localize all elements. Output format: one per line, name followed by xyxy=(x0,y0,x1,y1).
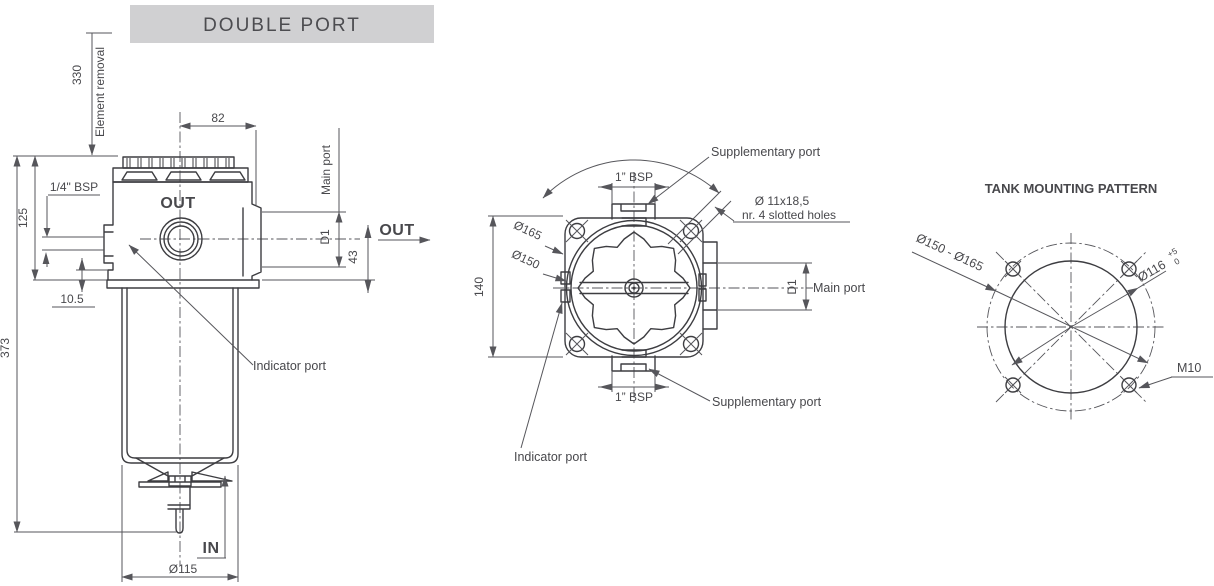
pattern-bolt-holes xyxy=(1005,261,1137,393)
dim-head-height: 125 xyxy=(16,208,30,228)
d1-label-top: D1 xyxy=(785,279,799,295)
slotted-hole-tl xyxy=(568,222,586,240)
dim-step: 10.5 xyxy=(60,292,84,306)
cover-knob xyxy=(577,231,691,345)
dia-inner-label: Ø150 xyxy=(509,247,542,272)
out-port-circle-mid xyxy=(163,221,199,257)
dim-total-height: 373 xyxy=(0,338,12,358)
main-port-label-side: Main port xyxy=(319,144,333,195)
supplementary-top-leader xyxy=(647,156,710,205)
top-view-dimension-lines xyxy=(489,156,810,449)
dia-150-leader xyxy=(542,273,567,282)
cover-inner-ring xyxy=(570,224,698,352)
rotation-arc xyxy=(542,159,720,199)
dia-range-leader-through xyxy=(995,290,1149,364)
cap-flange-lobes xyxy=(121,171,246,181)
supplementary-port-top-label: Supplementary port xyxy=(711,145,821,159)
element-removal-label: Element removal xyxy=(93,47,107,137)
dia-bolt-circle-label: Ø116 xyxy=(1136,258,1169,285)
indicator-port-leader xyxy=(128,244,254,366)
main-port-label-top: Main port xyxy=(813,281,866,295)
bolt-circle-label-group: Ø116 +5 0 xyxy=(1136,246,1182,285)
dia-range-label: Ø150 - Ø165 xyxy=(914,231,985,274)
mounting-pattern-title: TANK MOUNTING PATTERN xyxy=(985,181,1158,196)
supplementary-port-bottom-label: Supplementary port xyxy=(712,395,822,409)
pattern-inner-circle xyxy=(1004,260,1138,394)
filter-head xyxy=(103,181,262,281)
indicator-leader-top-view xyxy=(520,302,563,449)
filter-top-outline xyxy=(560,203,718,372)
indicator-port-label-side: Indicator port xyxy=(253,359,326,373)
bolt-circle-leader-bl xyxy=(1011,326,1072,366)
top-view: Supplementary port 1” BSP Ø 11x18,5 nr. … xyxy=(472,145,1213,464)
page-title: DOUBLE PORT xyxy=(203,15,361,36)
pattern-hole-crosses xyxy=(1004,260,1138,394)
dim-cap-width: 82 xyxy=(211,111,225,125)
indicator-port-label-top: Indicator port xyxy=(514,450,587,464)
out-port-label: OUT xyxy=(160,195,195,212)
mounting-plate xyxy=(106,279,260,289)
dim-port-axis: 43 xyxy=(346,250,360,264)
side-view-dimension-lines xyxy=(13,33,431,581)
cover-outer-circle xyxy=(565,219,703,357)
in-flow-label: IN xyxy=(203,540,220,557)
side-view: 330 Element removal 82 1/4" BSP 125 OUT … xyxy=(0,32,431,582)
bowl-drain-assembly xyxy=(135,457,233,534)
pattern-leaders xyxy=(911,251,1173,389)
slotted-hole-tr xyxy=(682,222,700,240)
dia-bowl: Ø115 xyxy=(169,562,198,576)
tolerance-zero: 0 xyxy=(1172,256,1181,267)
bolt-circle-leader-tail xyxy=(1137,270,1167,289)
knob-center-circle-inner xyxy=(628,282,640,294)
mounting-pattern-view: TANK MOUNTING PATTERN Ø150 - Ø165 xyxy=(911,181,1201,421)
top-view-extension-lines xyxy=(488,183,1213,392)
supplementary-bottom-leader xyxy=(648,368,711,402)
slot-note-leader xyxy=(714,206,735,222)
dia-165-leader xyxy=(544,245,564,255)
header-band: DOUBLE PORT xyxy=(130,5,434,43)
tolerance-plus: +5 xyxy=(1166,246,1180,260)
thread-label: M10 xyxy=(1177,361,1201,375)
slotted-hole-crosses xyxy=(565,190,732,356)
header-band-bg xyxy=(130,5,434,43)
slot-note-line2: nr. 4 slotted holes xyxy=(742,208,836,222)
slotted-hole-br xyxy=(682,335,700,353)
indicator-port-bosses xyxy=(560,271,707,303)
side-view-extension-lines xyxy=(13,32,375,582)
slot-note-line1: Ø 11x18,5 xyxy=(755,194,810,208)
side-view-centerlines xyxy=(140,112,360,566)
thread-leader xyxy=(1138,376,1173,389)
out-flow-label: OUT xyxy=(379,222,414,239)
bsp-bottom-label: 1” BSP xyxy=(615,390,653,404)
main-port-block xyxy=(702,241,718,330)
dia-range-leader xyxy=(911,251,997,292)
dim-element-removal: 330 xyxy=(70,65,84,85)
cap-knurl-ticks xyxy=(126,158,230,168)
filter-side-outline xyxy=(103,156,262,534)
bsp-top-label: 1” BSP xyxy=(615,170,653,184)
slotted-hole-bl xyxy=(568,335,586,353)
d1-label-side: D1 xyxy=(318,229,332,245)
dia-outer-label: Ø165 xyxy=(511,218,544,243)
cap-knurl-band xyxy=(122,156,235,169)
knob-center-dot xyxy=(632,286,636,290)
filter-bowl xyxy=(121,287,239,464)
dim-flange-label: 140 xyxy=(472,277,486,297)
quarter-bsp-label: 1/4" BSP xyxy=(50,180,98,194)
bolt-circle-leader-tr xyxy=(1070,287,1139,328)
out-port-circle-bore xyxy=(167,225,195,253)
knob-center-circle xyxy=(624,278,644,298)
out-port-circle-outer xyxy=(159,217,203,261)
